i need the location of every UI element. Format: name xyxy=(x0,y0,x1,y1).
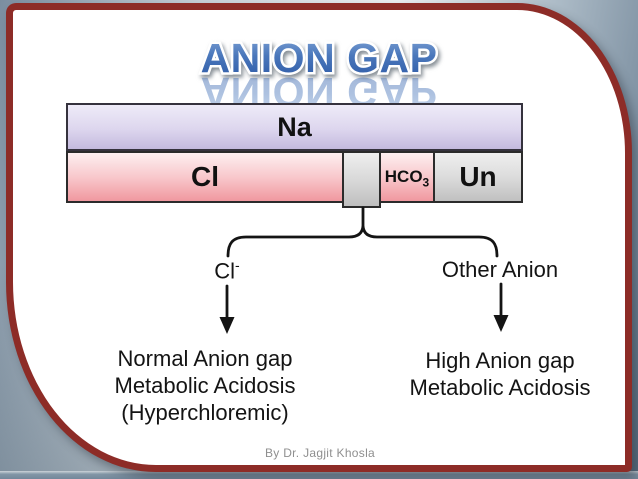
branch-label-other-anion: Other Anion xyxy=(441,257,559,282)
outcome-normal-anion-gap: Normal Anion gap Metabolic Acidosis (Hyp… xyxy=(80,345,330,426)
cl-segment-label: Cl xyxy=(191,161,219,192)
outcome-left-line1: Normal Anion gap xyxy=(117,346,293,371)
hco3-segment-label: HCO3 xyxy=(384,167,430,190)
outcome-high-anion-gap: High Anion gap Metabolic Acidosis xyxy=(370,347,630,401)
na-bar-label: Na xyxy=(277,111,312,142)
anion-gap-segment xyxy=(342,151,381,208)
na-bar: Na xyxy=(66,103,523,151)
cl-segment: Cl xyxy=(66,151,344,203)
hco3-segment: HCO3 xyxy=(379,151,435,203)
outcome-left-line2: Metabolic Acidosis xyxy=(114,373,296,398)
left-arrow-head xyxy=(219,317,235,334)
title-text: ANION GAP xyxy=(201,35,438,81)
right-arrow-head xyxy=(493,315,509,332)
brace-curve xyxy=(226,225,499,258)
outcome-left-line3: (Hyperchloremic) xyxy=(121,400,289,425)
slide-bottom-strip xyxy=(0,471,638,479)
slide-panel: ANION GAP ANION GAP Na Cl HCO3 Un xyxy=(6,3,632,472)
un-segment-label: Un xyxy=(459,161,497,192)
outcome-right-line2: Metabolic Acidosis xyxy=(409,375,591,400)
author-credit: By Dr. Jagjit Khosla xyxy=(264,446,376,460)
outcome-right-line1: High Anion gap xyxy=(425,348,575,373)
unmeasured-anions-segment: Un xyxy=(433,151,523,203)
branch-label-chloride: Cl- xyxy=(214,257,240,284)
